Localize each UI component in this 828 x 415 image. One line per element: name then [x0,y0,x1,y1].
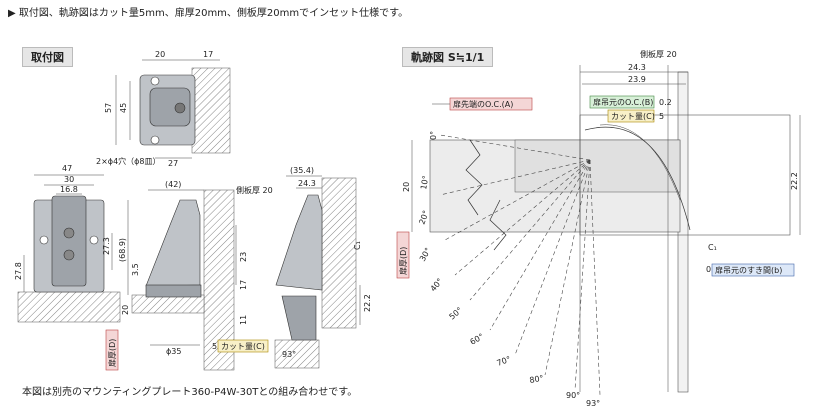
open-d222: 22.2 [363,294,372,312]
side-d17: 17 [239,280,248,290]
screw-hole-label: 2×ϕ4穴（ϕ8皿） [96,156,161,166]
traj-door-hang-oc: 扉吊元のO.C.(B) [593,97,653,107]
side-d5: 5 [212,342,217,351]
front-d168: 16.8 [60,185,78,194]
top-d27: 27 [168,159,178,168]
side-d23: 23 [239,252,248,262]
side-d689: (68.9) [118,238,127,262]
traj-side-plate-label: 側板厚 20 [640,49,677,59]
angle-60: 60° [469,332,486,347]
traj-d20: 20 [402,182,411,192]
angle-30: 30° [418,246,433,263]
traj-cut-value: 5 [659,112,664,121]
open-d243: 24.3 [298,179,316,188]
front-d278: 27.8 [14,262,23,280]
mounting-front-view: 47 30 16.8 27.3 27.8 [14,164,121,323]
traj-c1: C₁ [708,243,717,252]
side-d35: 3.5 [131,263,140,276]
side-cut-label: カット量(C) [221,342,265,351]
front-d273: 27.3 [102,237,111,255]
traj-gap-value: 0 [706,265,711,274]
top-d45: 45 [119,103,128,113]
angle-10: 10° [419,175,430,191]
trajectory-section-title: 軌跡図 S≒1/1 [402,47,494,67]
side-door-thick-label: 扉厚(D) [107,339,117,367]
open-d354: (35.4) [290,166,314,175]
open-c1: C₁ [353,241,362,250]
mounting-open-view: (35.4) 24.3 C₁ 22.2 93° [274,166,372,369]
side-d11: 11 [239,315,248,325]
header-note: ▶ 取付図、軌跡図はカット量5mm、扉厚20mm、側板厚20mmでインセット仕様… [8,8,409,19]
footer-note: 本図は別売のマウンティングプレート360-P4W-30Tとの組み合わせです。 [22,387,358,398]
traj-oc-value: 0.2 [659,98,672,107]
angle-0: 0° [429,131,438,140]
traj-cut-label: カット量(C) [611,112,655,121]
angle-20: 20° [417,209,430,225]
top-d20: 20 [155,50,165,59]
angle-70: 70° [496,355,512,368]
angle-40: 40° [429,277,445,294]
side-d20: 20 [121,305,130,315]
side-d42: (42) [165,180,181,189]
mounting-side-view: (42) 側板厚 20 (68.9) 3.5 20 23 17 11 ϕ35 5… [105,180,273,371]
side-plate-label: 側板厚 20 [236,185,273,195]
mounting-section-title: 取付図 [22,47,73,67]
angle-50: 50° [448,306,465,322]
trajectory-diagram: 側板厚 20 24.3 23.9 扉先端のO.C.(A) 扉吊元のO.C.(B)… [396,49,801,408]
traj-door-edge-oc: 扉先端のO.C.(A) [453,99,513,109]
traj-d222: 22.2 [790,172,799,190]
open-deg93: 93° [282,350,296,359]
front-d47: 47 [62,164,72,173]
top-d57: 57 [104,103,113,113]
traj-d239: 23.9 [628,75,646,84]
angle-93: 93° [586,399,600,408]
angle-80: 80° [529,374,545,385]
angle-90: 90° [566,391,580,400]
side-phi35: ϕ35 [166,347,181,356]
traj-d243: 24.3 [628,63,646,72]
front-d30: 30 [64,175,74,184]
top-d17: 17 [203,50,213,59]
traj-gap-label: 扉吊元のすき間(b) [715,265,782,275]
traj-door-thick: 扉厚(D) [398,247,408,275]
mounting-top-view: 20 17 57 45 27 2×ϕ4穴（ϕ8皿） [96,50,231,168]
